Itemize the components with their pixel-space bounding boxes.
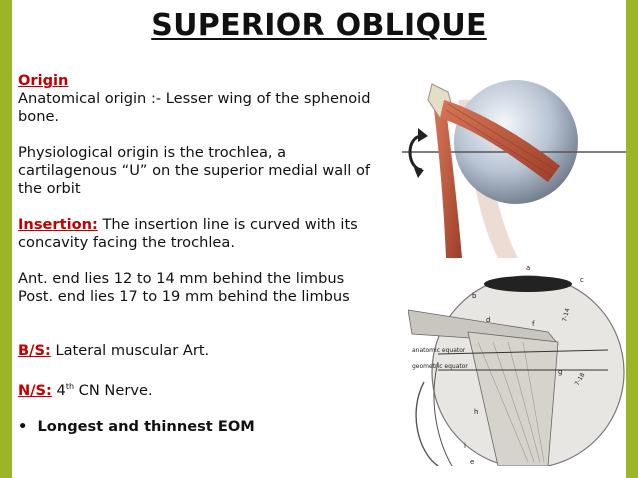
label-a: a <box>526 264 530 272</box>
reflected-tendon <box>440 100 560 182</box>
bs-text: Lateral muscular Art. <box>50 342 210 359</box>
label-h: h <box>474 408 478 416</box>
label-dim1: 7-14 <box>561 307 571 322</box>
label-geometric-equator: geometric equator <box>412 363 468 370</box>
label-anatomic-equator: anatomic equator <box>412 347 466 354</box>
bullet-marker: • <box>18 417 28 435</box>
ns-heading: N/S: <box>18 381 52 399</box>
cornea-shape <box>484 276 572 292</box>
ns-text-pre: 4 <box>51 381 66 399</box>
nerve-supply-paragraph: N/S: 4th CN Nerve. <box>18 378 378 400</box>
origin-physiological: Physiological origin is the trochlea, a … <box>18 144 371 197</box>
insertion-heading: Insertion: <box>18 216 98 233</box>
bs-heading: B/S: <box>18 342 51 359</box>
eyeball-muscle-illustration <box>402 80 626 258</box>
labeled-eyeball-diagram: a b c d e f g h i anatomic equator geome… <box>408 262 626 466</box>
label-e: e <box>470 458 474 466</box>
label-d: d <box>486 316 490 324</box>
muscle-belly <box>434 108 462 258</box>
label-f: f <box>532 320 535 328</box>
slide-body: Origin Anatomical origin :- Lesser wing … <box>18 72 378 436</box>
anatomic-equator-line <box>437 349 609 355</box>
insertion-paragraph: Insertion: The insertion line is curved … <box>18 216 378 252</box>
label-c: c <box>580 276 584 284</box>
slide: SUPERIOR OBLIQUE Origin Anatomical origi… <box>12 0 626 478</box>
slide-title: SUPERIOR OBLIQUE <box>151 8 487 43</box>
bullet-text: Longest and thinnest EOM <box>37 417 255 435</box>
ant-end-text: Ant. end lies 12 to 14 mm behind the lim… <box>18 270 345 287</box>
post-end-text: Post. end lies 17 to 19 mm behind the li… <box>18 288 350 305</box>
label-b: b <box>472 292 477 300</box>
superior-oblique-band <box>467 331 559 466</box>
ns-text-post: CN Nerve. <box>74 381 153 399</box>
ns-sup: th <box>65 382 75 391</box>
rotation-arrow-icon <box>408 134 423 172</box>
label-i: i <box>464 442 466 450</box>
label-g: g <box>558 368 562 376</box>
origin-anatomical: Anatomical origin :- Lesser wing of the … <box>18 90 371 125</box>
origin-heading: Origin <box>18 72 69 89</box>
bullet-item: • Longest and thinnest EOM <box>18 418 378 436</box>
blood-supply-paragraph: B/S: Lateral muscular Art. <box>18 342 378 360</box>
insertion-text: The insertion line is curved with its co… <box>18 216 358 251</box>
